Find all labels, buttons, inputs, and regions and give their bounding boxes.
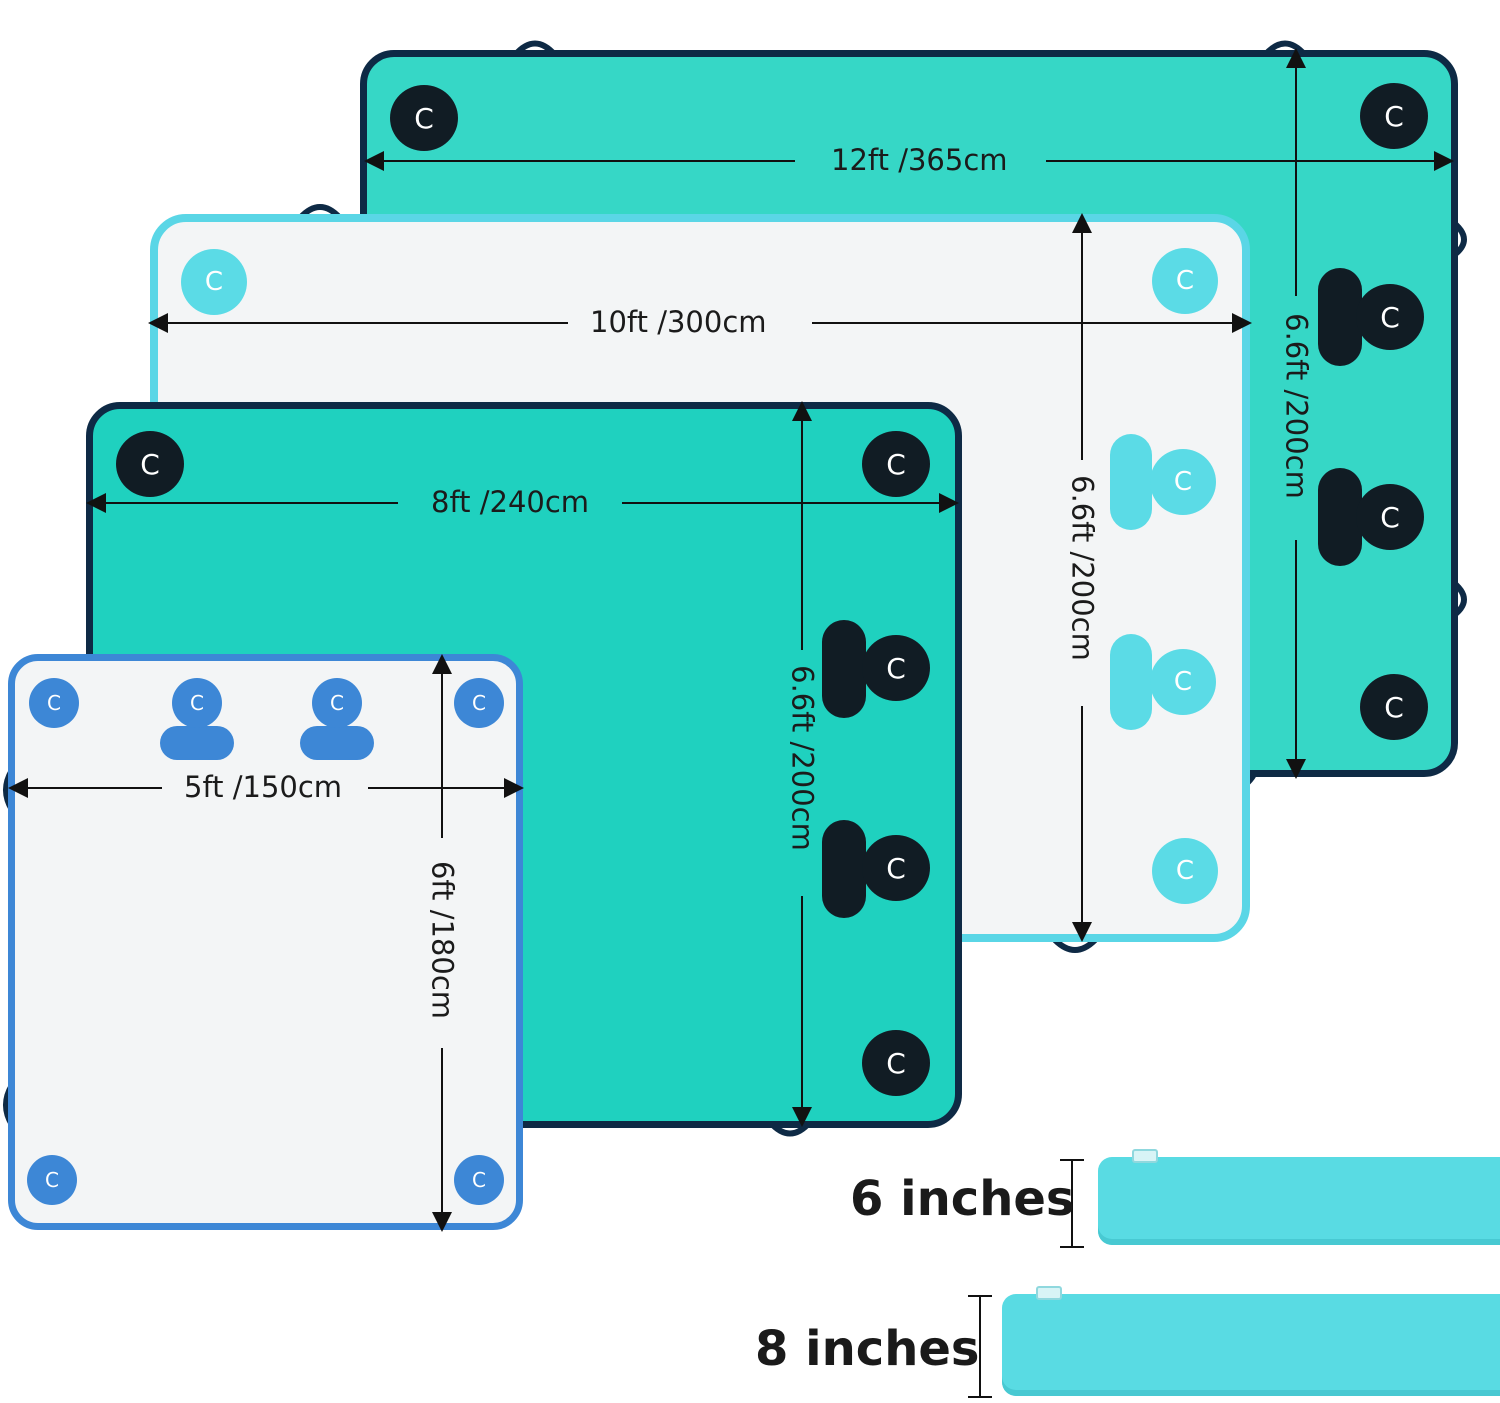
dock-12ft-width-label: 12ft /365cm — [831, 143, 1008, 177]
d-ring-icon: C — [454, 1155, 504, 1205]
d-ring-icon: C — [116, 431, 184, 497]
dock-12ft-length-label: 6.6ft /200cm — [1279, 313, 1314, 499]
d-ring-icon: C — [27, 1155, 77, 1205]
thickness-6-label: 6 inches — [850, 1171, 1075, 1227]
handle-grip-icon — [1110, 634, 1152, 730]
handle-grip-icon — [1318, 468, 1362, 566]
d-ring-icon: C — [1360, 674, 1428, 740]
dock-5ft-length-label: 6ft /180cm — [425, 860, 460, 1020]
d-ring-icon: C — [1150, 449, 1216, 515]
dock-8ft-width-label: 8ft /240cm — [431, 485, 590, 519]
d-ring-icon: C — [312, 678, 362, 728]
d-ring-icon: C — [1360, 83, 1428, 149]
d-ring-icon: C — [1356, 484, 1424, 550]
d-ring-icon: C — [862, 635, 930, 701]
handle-grip-icon — [822, 820, 866, 918]
dock-10ft-length-label: 6.6ft /200cm — [1065, 475, 1100, 661]
d-ring-icon: C — [454, 678, 504, 728]
d-ring-icon: C — [862, 835, 930, 901]
tube-6-inch — [1098, 1149, 1500, 1245]
thickness-8-label: 8 inches — [755, 1321, 980, 1377]
d-ring-icon: C — [1152, 838, 1218, 904]
d-ring-icon: C — [862, 431, 930, 497]
dock-8ft-length-label: 6.6ft /200cm — [785, 665, 820, 851]
tube-8-inch — [1002, 1286, 1500, 1396]
dock-10ft-width-label: 10ft /300cm — [590, 305, 767, 339]
d-ring-icon: C — [172, 678, 222, 728]
d-ring-icon: C — [181, 249, 247, 315]
valve-icon — [1132, 1149, 1158, 1163]
dock-5ft — [8, 654, 523, 1230]
handle-grip-icon — [822, 620, 866, 718]
d-ring-icon: C — [390, 85, 458, 151]
d-ring-icon: C — [29, 678, 79, 728]
handle-grip-icon — [1318, 268, 1362, 366]
d-ring-icon: C — [862, 1030, 930, 1096]
valve-icon — [1036, 1286, 1062, 1300]
dock-5ft-width-label: 5ft /150cm — [184, 770, 343, 804]
handle-grip-icon — [1110, 434, 1152, 530]
handle-grip-icon — [160, 726, 234, 760]
d-ring-icon: C — [1150, 649, 1216, 715]
handle-grip-icon — [300, 726, 374, 760]
d-ring-icon: C — [1152, 248, 1218, 314]
d-ring-icon: C — [1356, 284, 1424, 350]
